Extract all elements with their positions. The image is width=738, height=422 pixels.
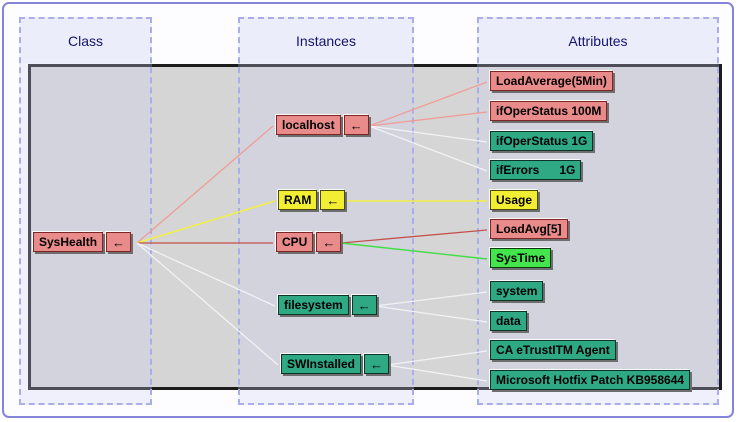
attribute-node-ifoperstatus-100m[interactable]: ifOperStatus 100M: [490, 101, 608, 121]
filesystem-collapse-arrow-icon[interactable]: ←: [351, 295, 377, 315]
lane-class-header: Class: [21, 19, 150, 63]
instance-node-ram[interactable]: RAM ←: [278, 190, 346, 210]
attribute-node-ifoperstatus-1g[interactable]: ifOperStatus 1G: [490, 131, 594, 151]
syshealth-collapse-arrow-icon[interactable]: ←: [106, 232, 132, 252]
attribute-label[interactable]: ifErrors 1G: [490, 160, 582, 180]
instance-node-cpu[interactable]: CPU ←: [276, 232, 342, 252]
localhost-collapse-arrow-icon[interactable]: ←: [343, 115, 369, 135]
instance-node-localhost[interactable]: localhost ←: [276, 115, 369, 135]
lane-instances: Instances: [238, 17, 414, 405]
cpu-collapse-arrow-icon[interactable]: ←: [316, 232, 342, 252]
lane-attributes-label: Attributes: [568, 33, 628, 49]
attribute-node-data[interactable]: data: [490, 311, 527, 331]
attribute-node-usage[interactable]: Usage: [490, 190, 539, 210]
lane-instances-label: Instances: [296, 33, 356, 49]
lane-class: Class: [19, 17, 152, 405]
attribute-node-system[interactable]: system: [490, 281, 544, 301]
attribute-node-loadaverage-5min[interactable]: LoadAverage(5Min): [490, 71, 613, 91]
attribute-label[interactable]: SysTime: [490, 248, 552, 268]
attribute-label[interactable]: ifOperStatus 100M: [490, 101, 608, 121]
lane-instances-header: Instances: [240, 19, 412, 63]
attribute-label[interactable]: ifOperStatus 1G: [490, 131, 594, 151]
class-node-syshealth-label[interactable]: SysHealth: [33, 232, 104, 252]
attribute-node-microsoft-hotfix[interactable]: Microsoft Hotfix Patch KB958644: [490, 370, 691, 390]
attribute-label[interactable]: system: [490, 281, 544, 301]
class-node-syshealth[interactable]: SysHealth ←: [33, 232, 132, 252]
instance-node-cpu-label[interactable]: CPU: [276, 232, 314, 252]
attribute-label[interactable]: CA eTrustITM Agent: [490, 340, 616, 360]
attribute-label[interactable]: data: [490, 311, 527, 331]
instance-node-swinstalled[interactable]: SWInstalled ←: [281, 354, 390, 374]
ram-collapse-arrow-icon[interactable]: ←: [320, 190, 346, 210]
lane-attributes-header: Attributes: [479, 19, 717, 63]
swinstalled-collapse-arrow-icon[interactable]: ←: [364, 354, 390, 374]
attribute-label[interactable]: Microsoft Hotfix Patch KB958644: [490, 370, 691, 390]
attribute-label[interactable]: LoadAverage(5Min): [490, 71, 613, 91]
lane-class-label: Class: [67, 33, 103, 49]
attribute-label[interactable]: LoadAvg[5]: [490, 219, 568, 239]
attribute-node-ca-etrustitm-agent[interactable]: CA eTrustITM Agent: [490, 340, 616, 360]
attribute-node-iferrors-1g[interactable]: ifErrors 1G: [490, 160, 582, 180]
instance-node-filesystem[interactable]: filesystem ←: [278, 295, 377, 315]
instance-node-localhost-label[interactable]: localhost: [276, 115, 341, 135]
instance-node-filesystem-label[interactable]: filesystem: [278, 295, 349, 315]
attribute-label[interactable]: Usage: [490, 190, 539, 210]
attribute-node-loadavg-5[interactable]: LoadAvg[5]: [490, 219, 568, 239]
instance-node-swinstalled-label[interactable]: SWInstalled: [281, 354, 362, 374]
instance-node-ram-label[interactable]: RAM: [278, 190, 318, 210]
attribute-node-systime[interactable]: SysTime: [490, 248, 552, 268]
